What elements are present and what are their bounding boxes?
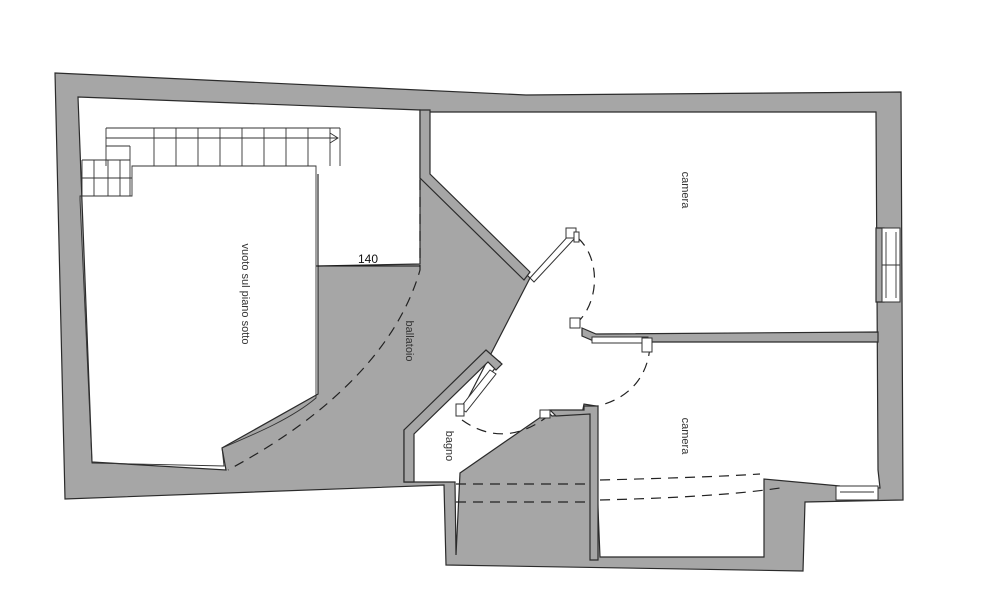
door-leaf-bedroom [569,317,653,353]
dimension-gallery-width: 140 [358,252,378,266]
label-gallery: ballatoio [403,321,415,362]
door-leaf-bathroom [455,369,497,417]
door-leaf-top [529,227,580,283]
label-bedroom-bottom: camera [679,418,691,456]
lower-dashed-line [456,473,761,485]
bedroom-divider-wall [581,327,879,343]
door-swing-bedroom-top [577,237,595,323]
gallery-edge-dashed [227,180,421,471]
label-bedroom-top: camera [679,172,691,210]
corridor-wall-left [419,109,531,281]
door-swing-bedroom-bottom [597,345,651,407]
bedroom-bottom-wall [548,405,599,561]
window-bottom-right [835,485,879,501]
label-void: vuoto sul piano sotto [239,244,251,345]
void-room-outline [79,165,317,467]
door-stop-bathroom [539,409,551,419]
label-bathroom: bagno [443,431,455,462]
lower-dashed-line-2 [456,487,781,503]
stair-arrow [106,132,339,144]
window-right [881,227,901,303]
bathroom-wall [403,349,503,483]
staircase [81,127,341,197]
